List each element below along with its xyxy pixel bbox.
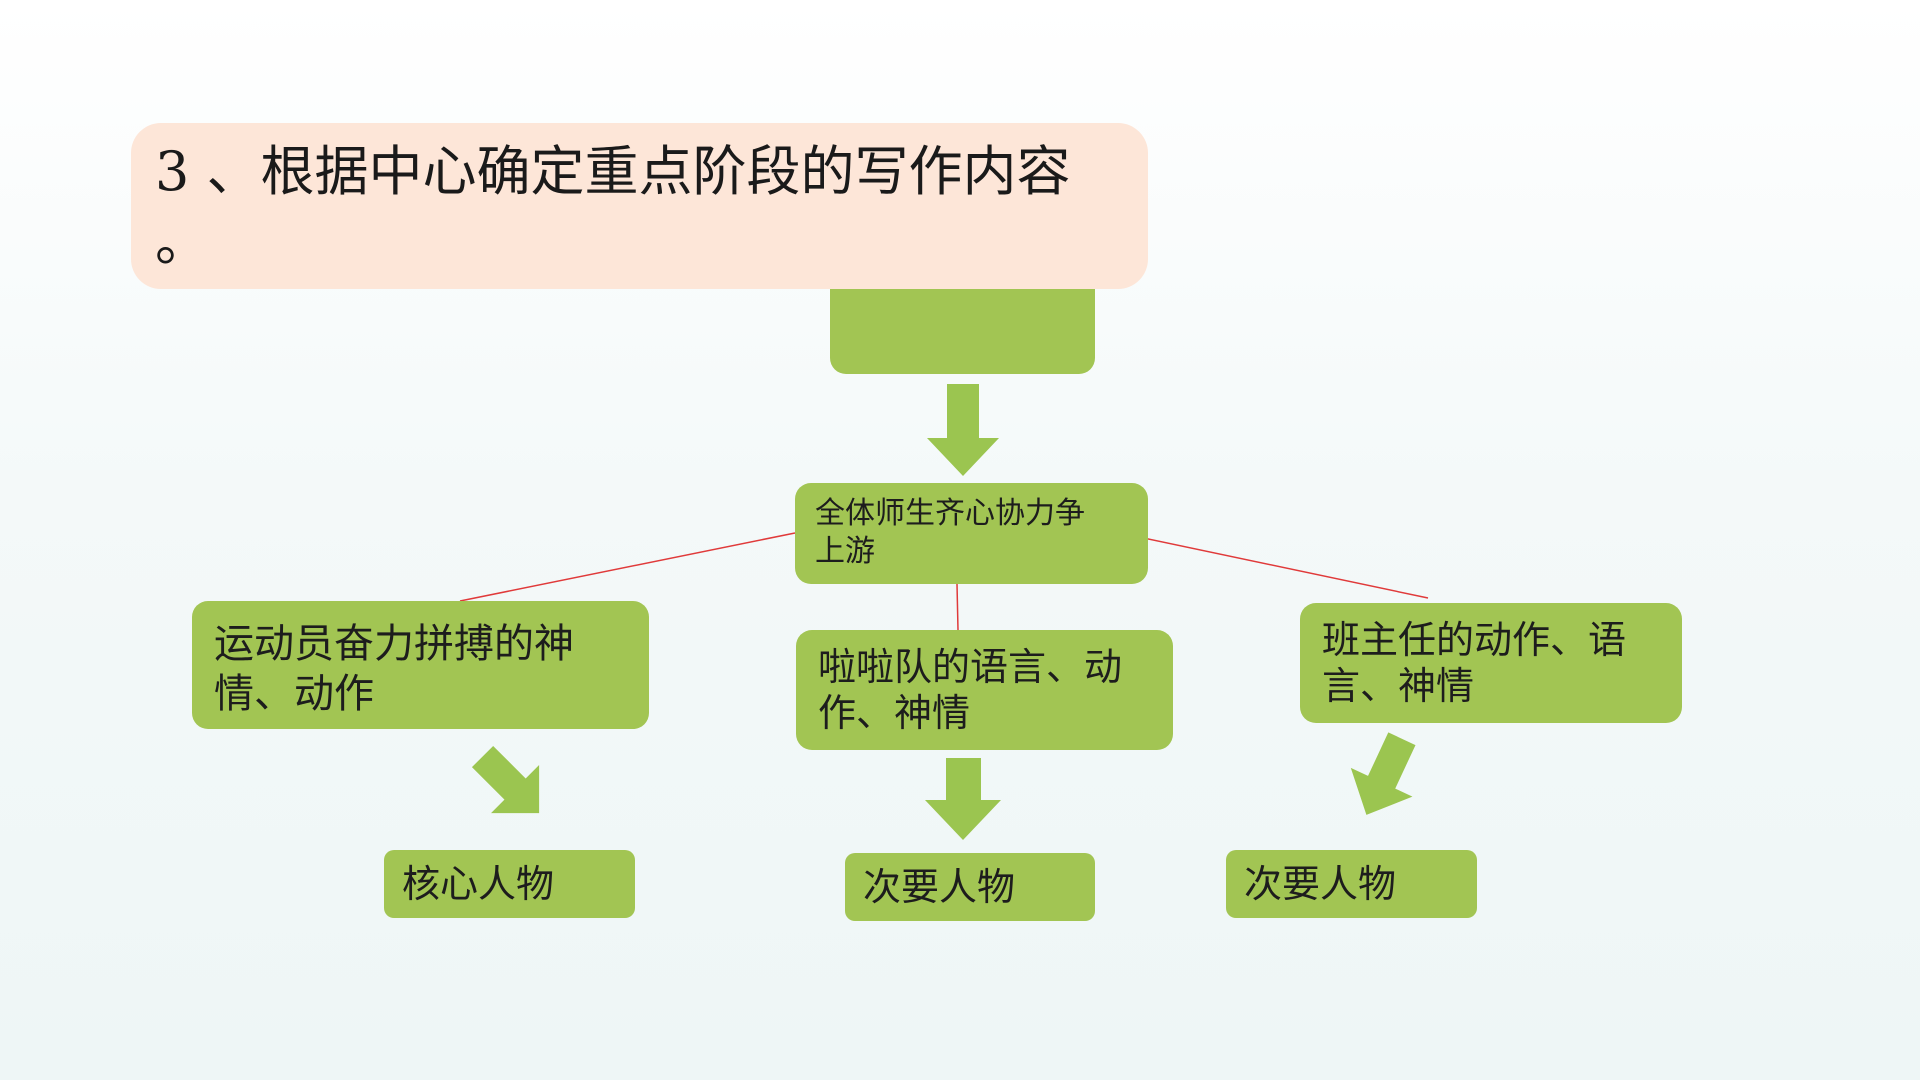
connector-left xyxy=(459,532,796,602)
branch-label: 班主任的动作、语 言、神情 xyxy=(1322,618,1627,708)
connector-mid xyxy=(956,583,959,631)
result-node-secondary: 次要人物 xyxy=(845,853,1095,921)
branch-label: 啦啦队的语言、动 作、神情 xyxy=(818,645,1123,735)
result-label: 次要人物 xyxy=(863,865,1016,909)
arrow-down-icon xyxy=(925,758,1001,840)
arrow-down-right-icon xyxy=(471,745,540,814)
branch-label: 运动员奋力拼搏的神 情、动作 xyxy=(214,621,574,717)
result-node-secondary: 次要人物 xyxy=(1226,850,1477,918)
branch-node-head-teacher: 班主任的动作、语 言、神情 xyxy=(1300,603,1682,723)
center-node-label: 全体师生齐心协力争 上游 xyxy=(815,496,1085,569)
slide-title: 3 、根据中心确定重点阶段的写作内容 。 xyxy=(131,123,1148,289)
connector-right xyxy=(1119,532,1429,599)
arrow-down-icon xyxy=(927,384,999,476)
branch-node-athletes: 运动员奋力拼搏的神 情、动作 xyxy=(192,601,649,729)
center-node: 全体师生齐心协力争 上游 xyxy=(795,483,1148,584)
arrow-down-left-icon xyxy=(1350,732,1416,815)
result-node-core: 核心人物 xyxy=(384,850,635,918)
result-label: 核心人物 xyxy=(402,862,555,906)
branch-node-cheerleaders: 啦啦队的语言、动 作、神情 xyxy=(796,630,1173,750)
result-label: 次要人物 xyxy=(1244,862,1397,906)
